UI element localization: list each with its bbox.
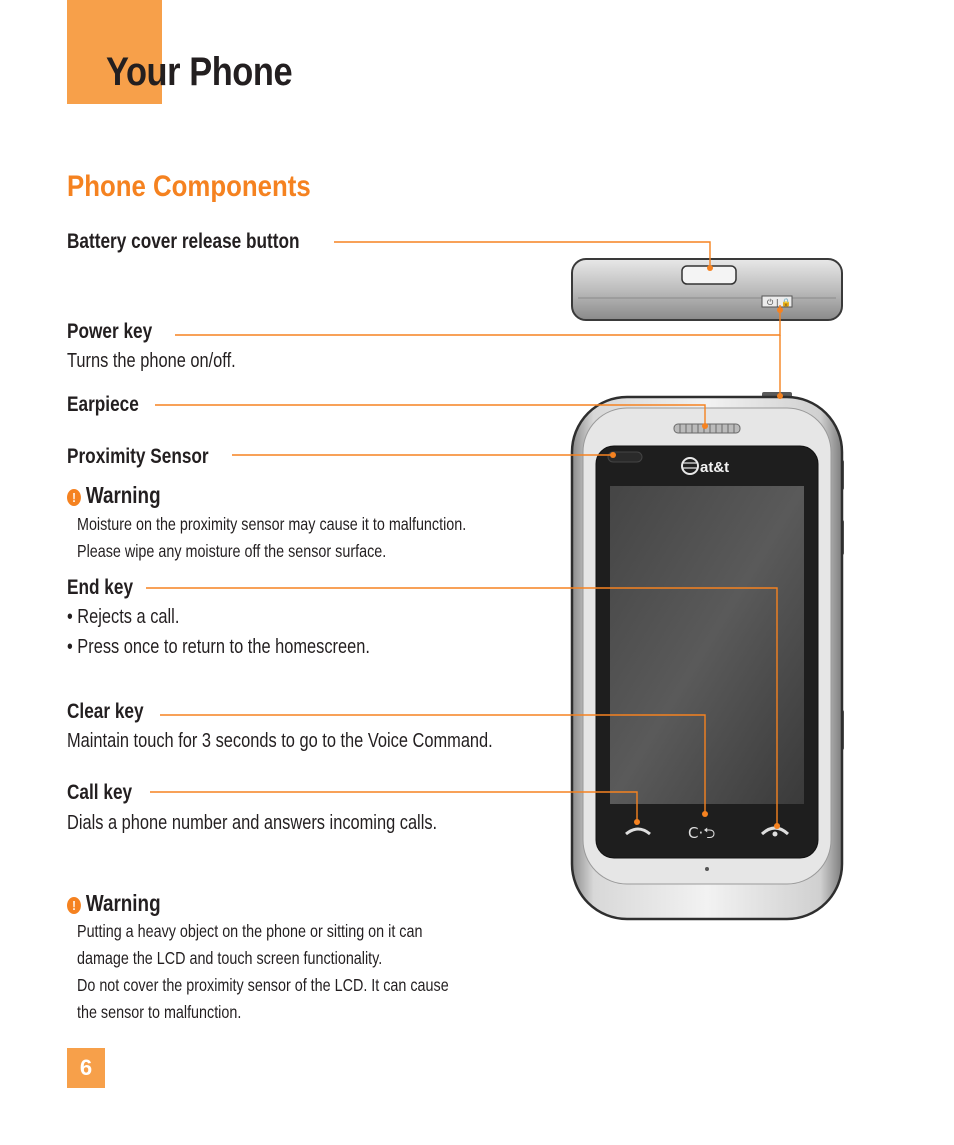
earpiece-label: Earpiece: [67, 393, 139, 416]
page-title: Your Phone: [106, 50, 293, 94]
svg-text:C·⮌: C·⮌: [688, 824, 715, 842]
call-key-label: Call key: [67, 781, 133, 804]
end-key-label: End key: [67, 576, 134, 599]
leader-lines: [146, 241, 781, 826]
warning-1-title: !Warning: [67, 482, 161, 509]
call-key-desc: Dials a phone number and answers incomin…: [67, 812, 438, 834]
warning-icon: !: [67, 897, 81, 914]
battery-cover-label: Battery cover release button: [67, 230, 300, 253]
warning-2-text: Putting a heavy object on the phone or s…: [77, 918, 449, 1026]
end-key-bullet: • Press once to return to the homescreen…: [67, 636, 370, 658]
warning-1-line: Please wipe any moisture off the sensor …: [77, 541, 387, 561]
call-icon: [625, 827, 651, 836]
warning-2-line: the sensor to malfunction.: [77, 1002, 242, 1022]
att-logo-icon: [681, 457, 699, 475]
page-number: 6: [67, 1048, 105, 1088]
power-key: [761, 295, 793, 308]
section-title: Phone Components: [67, 170, 311, 203]
brand-label: at&t: [700, 459, 729, 476]
touch-screen: [610, 486, 804, 804]
power-key-desc: Turns the phone on/off.: [67, 350, 236, 372]
warning-2-line: Do not cover the proximity sensor of the…: [77, 975, 449, 995]
clear-key-label: Clear key: [67, 700, 144, 723]
phone-front-view: at&t C·⮌: [570, 392, 844, 921]
proximity-sensor-label: Proximity Sensor: [67, 445, 209, 468]
phone-top-view: ⏻ | 🔒: [571, 258, 843, 321]
warning-1-text: Moisture on the proximity sensor may cau…: [77, 511, 466, 565]
clear-icon: C·⮌: [688, 824, 715, 842]
header-orange-block: [67, 0, 162, 104]
warning-2-title: !Warning: [67, 890, 161, 917]
warning-2-line: Putting a heavy object on the phone or s…: [77, 921, 423, 941]
clear-key-desc: Maintain touch for 3 seconds to go to th…: [67, 730, 493, 752]
proximity-sensor: [607, 451, 643, 463]
end-key-bullet: • Rejects a call.: [67, 606, 180, 628]
leader-dots: [610, 265, 783, 829]
svg-text:⏻ | 🔒: ⏻ | 🔒: [767, 298, 791, 307]
warning-2-line: damage the LCD and touch screen function…: [77, 948, 383, 968]
warning-icon: !: [67, 489, 81, 506]
warning-1-line: Moisture on the proximity sensor may cau…: [77, 514, 467, 534]
power-key-label: Power key: [67, 320, 153, 343]
